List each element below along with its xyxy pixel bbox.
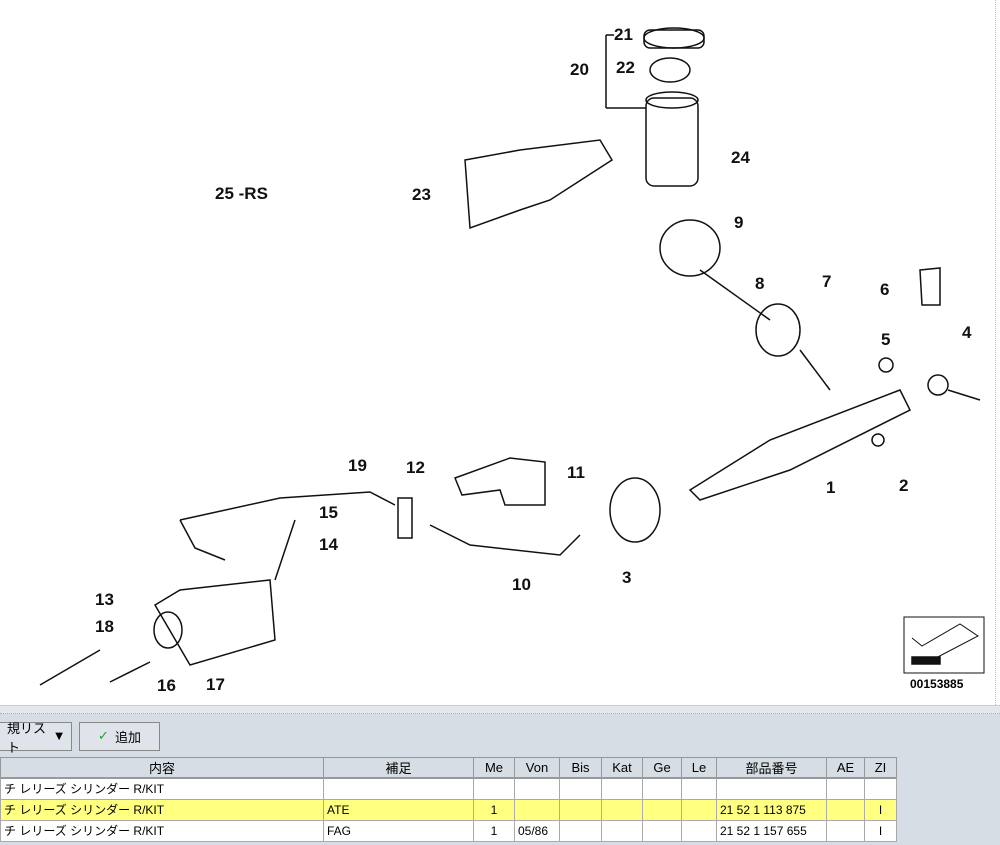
column-header[interactable]: AE xyxy=(826,757,865,779)
column-header[interactable]: Bis xyxy=(559,757,602,779)
callout-13[interactable]: 13 xyxy=(95,590,114,609)
add-button[interactable]: ✓ 追加 xyxy=(79,722,160,751)
column-header[interactable]: 内容 xyxy=(0,757,324,779)
table-cell: 21 52 1 113 875 xyxy=(716,798,827,821)
callout-12[interactable]: 12 xyxy=(406,458,425,477)
table-cell xyxy=(601,819,643,842)
callout-4[interactable]: 4 xyxy=(962,323,972,342)
diagram-title: 25 -RS xyxy=(215,184,268,203)
column-header[interactable]: Kat xyxy=(601,757,643,779)
column-header[interactable]: Me xyxy=(473,757,515,779)
callout-11[interactable]: 11 xyxy=(567,463,585,482)
table-cell: 1 xyxy=(473,819,515,842)
table-cell: I xyxy=(864,819,897,842)
table-cell: 05/86 xyxy=(514,819,560,842)
table-cell: FAG xyxy=(323,819,474,842)
callout-21[interactable]: 21 xyxy=(614,25,633,44)
callout-14[interactable]: 14 xyxy=(319,535,338,554)
table-cell xyxy=(826,798,865,821)
table-cell: チ レリーズ シリンダー R/KIT xyxy=(0,819,324,842)
checkmark-icon: ✓ xyxy=(98,729,109,744)
column-header[interactable]: Ge xyxy=(642,757,682,779)
callout-6[interactable]: 6 xyxy=(880,280,890,299)
table-cell xyxy=(559,798,602,821)
column-header[interactable]: Le xyxy=(681,757,717,779)
table-cell xyxy=(473,777,515,800)
table-cell xyxy=(601,798,643,821)
table-cell: 21 52 1 157 655 xyxy=(716,819,827,842)
table-cell: 1 xyxy=(473,798,515,821)
callout-8[interactable]: 8 xyxy=(755,274,765,293)
table-cell xyxy=(642,777,682,800)
callout-3[interactable]: 3 xyxy=(622,568,632,587)
callout-20[interactable]: 20 xyxy=(570,60,589,79)
column-header[interactable]: Von xyxy=(514,757,560,779)
callout-9[interactable]: 9 xyxy=(734,213,744,232)
callout-23[interactable]: 23 xyxy=(412,185,431,204)
table-cell xyxy=(601,777,643,800)
callout-5[interactable]: 5 xyxy=(881,330,891,349)
callout-7[interactable]: 7 xyxy=(822,272,832,291)
callout-18[interactable]: 18 xyxy=(95,617,114,636)
callout-22[interactable]: 22 xyxy=(616,58,635,77)
callout-17[interactable]: 17 xyxy=(206,675,225,694)
table-cell: ATE xyxy=(323,798,474,821)
column-header[interactable]: 部品番号 xyxy=(716,757,827,779)
table-cell xyxy=(559,777,602,800)
table-row[interactable]: チ レリーズ シリンダー R/KIT xyxy=(0,777,897,800)
callout-19[interactable]: 19 xyxy=(348,456,367,475)
callout-2[interactable]: 2 xyxy=(899,476,909,495)
table-cell xyxy=(642,819,682,842)
callout-10[interactable]: 10 xyxy=(512,575,531,594)
table-cell xyxy=(864,777,897,800)
parts-illustration xyxy=(39,27,985,686)
toolbar: 規リスト ▼ ✓ 追加 xyxy=(0,714,1000,757)
table-cell xyxy=(323,777,474,800)
table-cell xyxy=(681,819,717,842)
list-dropdown-label: 規リスト xyxy=(7,721,47,756)
table-cell xyxy=(642,798,682,821)
table-cell xyxy=(514,798,560,821)
table-cell xyxy=(514,777,560,800)
caret-down-icon: ▼ xyxy=(55,731,63,742)
table-cell xyxy=(681,798,717,821)
image-code: 00153885 xyxy=(910,677,964,691)
table-cell: チ レリーズ シリンダー R/KIT xyxy=(0,777,324,800)
table-cell xyxy=(559,819,602,842)
table-cell xyxy=(716,777,827,800)
column-header[interactable]: ZI xyxy=(864,757,897,779)
table-cell xyxy=(681,777,717,800)
parts-diagram: 25 -RS 1 2 3 4 5 6 7 8 9 10 11 12 13 14 … xyxy=(39,0,996,705)
callout-1[interactable]: 1 xyxy=(826,478,836,497)
table-cell xyxy=(826,819,865,842)
list-dropdown[interactable]: 規リスト ▼ xyxy=(0,722,72,756)
splitter-handle[interactable] xyxy=(0,705,1000,714)
callout-15[interactable]: 15 xyxy=(319,503,338,522)
callout-16[interactable]: 16 xyxy=(157,676,176,695)
column-header[interactable]: 補足 xyxy=(323,757,474,779)
callout-24[interactable]: 24 xyxy=(731,148,750,167)
table-cell: I xyxy=(864,798,897,821)
add-button-label: 追加 xyxy=(114,731,141,746)
table-cell: チ レリーズ シリンダー R/KIT xyxy=(0,798,324,821)
table-cell xyxy=(826,777,865,800)
